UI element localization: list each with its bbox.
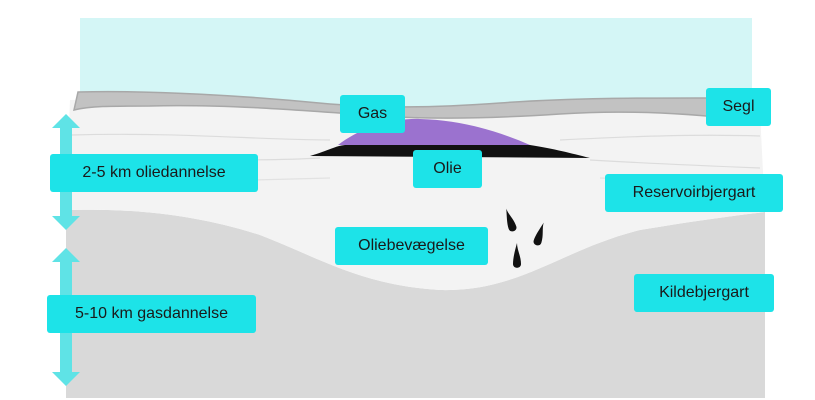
oil-label: Olie [413,150,482,188]
source-rock-label: Kildebjergart [634,274,774,312]
oil-drop-icon [533,222,544,246]
oil-migration-label: Oliebevægelse [335,227,488,265]
seal-label: Segl [706,88,771,126]
reservoir-rock-layer [66,99,765,291]
oil-window-label: 2-5 km oliedannelse [50,154,258,192]
strata-line [71,133,761,141]
source-rock-layer [66,209,765,398]
reservoir-rock-label: Reservoirbjergart [605,174,783,212]
oil-drop-icon [513,243,521,268]
oil-drop-icon [506,208,517,232]
gas-window-label: 5-10 km gasdannelse [47,295,256,333]
gas-label: Gas [340,95,405,133]
